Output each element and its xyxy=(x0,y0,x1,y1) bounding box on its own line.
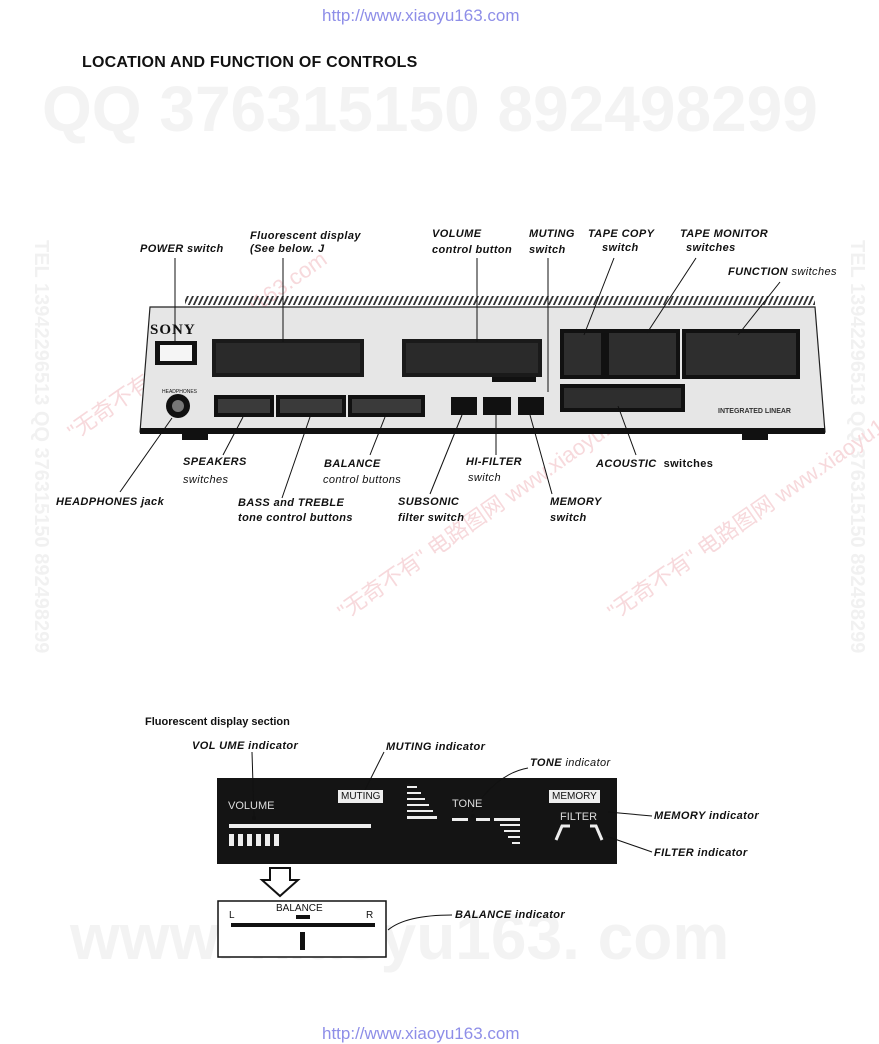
label-balance-1: BALANCE xyxy=(324,458,381,470)
label-memory-2: switch xyxy=(550,512,587,524)
headphones-panel-label: HEADPHONES xyxy=(162,389,198,395)
label-subsonic-2: filter switch xyxy=(398,512,465,524)
balance-screen-right: R xyxy=(366,910,374,921)
screen-filter-text: FILTER xyxy=(560,811,598,823)
label-memory-indicator: MEMORY indicator xyxy=(654,810,760,822)
screen-muting-text: MUTING xyxy=(338,790,384,803)
screen-tone-text: TONE xyxy=(452,798,483,810)
label-tape-copy-2: switch xyxy=(602,242,639,254)
label-fluorescent-1: Fluorescent display xyxy=(250,230,361,242)
label-volume-indicator: VOL UME indicator xyxy=(192,740,299,752)
hi-filter-switch[interactable] xyxy=(483,397,511,415)
watermark-qq: QQ 376315150 892498299 xyxy=(42,73,818,145)
label-basstreble-2: tone control buttons xyxy=(238,512,353,524)
label-tape-copy-1: TAPE COPY xyxy=(588,228,655,240)
screen-volume-text: VOLUME xyxy=(228,800,275,812)
label-volume-2: control button xyxy=(432,244,513,256)
label-muting-indicator: MUTING indicator xyxy=(386,741,486,753)
display-section-heading: Fluorescent display section xyxy=(145,716,290,728)
label-speakers-1: SPEAKERS xyxy=(183,456,247,468)
label-acoustic-2: switches xyxy=(663,458,714,470)
subsonic-filter-switch[interactable] xyxy=(451,397,477,415)
balance-screen-left: L xyxy=(229,910,235,921)
integrated-linear-badge: INTEGRATED LINEAR xyxy=(718,408,791,415)
label-tape-monitor-2: switches xyxy=(686,242,736,254)
memory-switch[interactable] xyxy=(518,397,544,415)
label-muting-1: MUTING xyxy=(529,228,575,240)
label-muting-2: switch xyxy=(529,244,566,256)
header-url-link[interactable]: http://www.xiaoyu163.com xyxy=(322,6,520,25)
label-power-switch: POWER switch xyxy=(140,243,224,255)
label-memory-1: MEMORY xyxy=(550,496,602,508)
label-headphones-jack: HEADPHONES jack xyxy=(56,496,165,508)
balance-screen-title: BALANCE xyxy=(276,903,323,914)
label-function-2: switches xyxy=(791,266,837,278)
label-basstreble-1: BASS and TREBLE xyxy=(238,497,345,509)
watermark-url: www. xiaoyu163. com xyxy=(70,901,730,973)
label-tape-monitor-1: TAPE MONITOR xyxy=(680,228,769,240)
label-hifilter-2: switch xyxy=(468,472,501,484)
footer-url-link[interactable]: http://www.xiaoyu163.com xyxy=(322,1024,520,1043)
label-balance-2: control buttons xyxy=(323,474,402,486)
label-speakers-2: switches xyxy=(183,474,229,486)
sony-logo: SONY xyxy=(150,322,196,338)
label-tone-1: TONE xyxy=(530,757,562,769)
label-tone-2: indicator xyxy=(565,757,611,769)
label-subsonic-1: SUBSONIC xyxy=(398,496,460,508)
label-fluorescent-2: (See below. J xyxy=(250,243,325,255)
label-balance-indicator: BALANCE indicator xyxy=(455,909,566,921)
label-function: FUNCTION switches xyxy=(728,265,837,279)
label-hifilter-1: HI-FILTER xyxy=(466,456,522,468)
label-acoustic-1: ACOUSTIC xyxy=(596,458,657,470)
arrow-down-icon xyxy=(259,867,301,898)
vent-grille xyxy=(185,296,815,305)
screen-memory-text: MEMORY xyxy=(549,790,600,803)
label-function-1: FUNCTION xyxy=(728,266,789,278)
label-volume-1: VOLUME xyxy=(432,228,482,240)
page-title: LOCATION AND FUNCTION OF CONTROLS xyxy=(82,54,418,71)
label-filter-indicator: FILTER indicator xyxy=(654,847,748,859)
